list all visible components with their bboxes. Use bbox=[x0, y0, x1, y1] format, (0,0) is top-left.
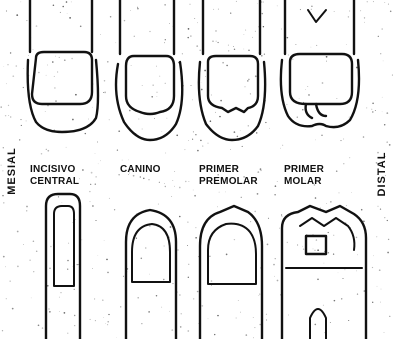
label-line-2: PREMOLAR bbox=[199, 176, 258, 188]
tooth-top-primer-premolar bbox=[199, 0, 265, 140]
label-primer-premolar: PRIMER PREMOLAR bbox=[199, 164, 258, 188]
label-primer-molar: PRIMER MOLAR bbox=[284, 164, 324, 188]
label-line-1: PRIMER bbox=[284, 164, 324, 176]
tooth-bottom-canino bbox=[126, 210, 176, 339]
label-line-2: MOLAR bbox=[284, 176, 324, 188]
label-line-1: CANINO bbox=[120, 164, 161, 176]
label-incisivo-central: INCISIVO CENTRAL bbox=[30, 164, 79, 188]
tooth-bottom-primer-premolar bbox=[200, 206, 262, 339]
tooth-top-incisivo-central bbox=[28, 0, 98, 132]
distal-text: DISTAL bbox=[376, 152, 388, 197]
tooth-top-primer-molar bbox=[281, 0, 359, 127]
tooth-bottom-incisivo-central bbox=[46, 194, 80, 339]
label-line-1: INCISIVO bbox=[30, 164, 79, 176]
label-line-1: PRIMER bbox=[199, 164, 258, 176]
tooth-bottom-primer-molar bbox=[282, 206, 366, 339]
mesial-text: MESIAL bbox=[6, 147, 18, 195]
tooth-top-canino bbox=[116, 0, 182, 140]
label-line-2: CENTRAL bbox=[30, 176, 79, 188]
mesial-label: MESIAL bbox=[6, 141, 18, 201]
label-canino: CANINO bbox=[120, 164, 161, 176]
distal-label: DISTAL bbox=[376, 144, 388, 204]
